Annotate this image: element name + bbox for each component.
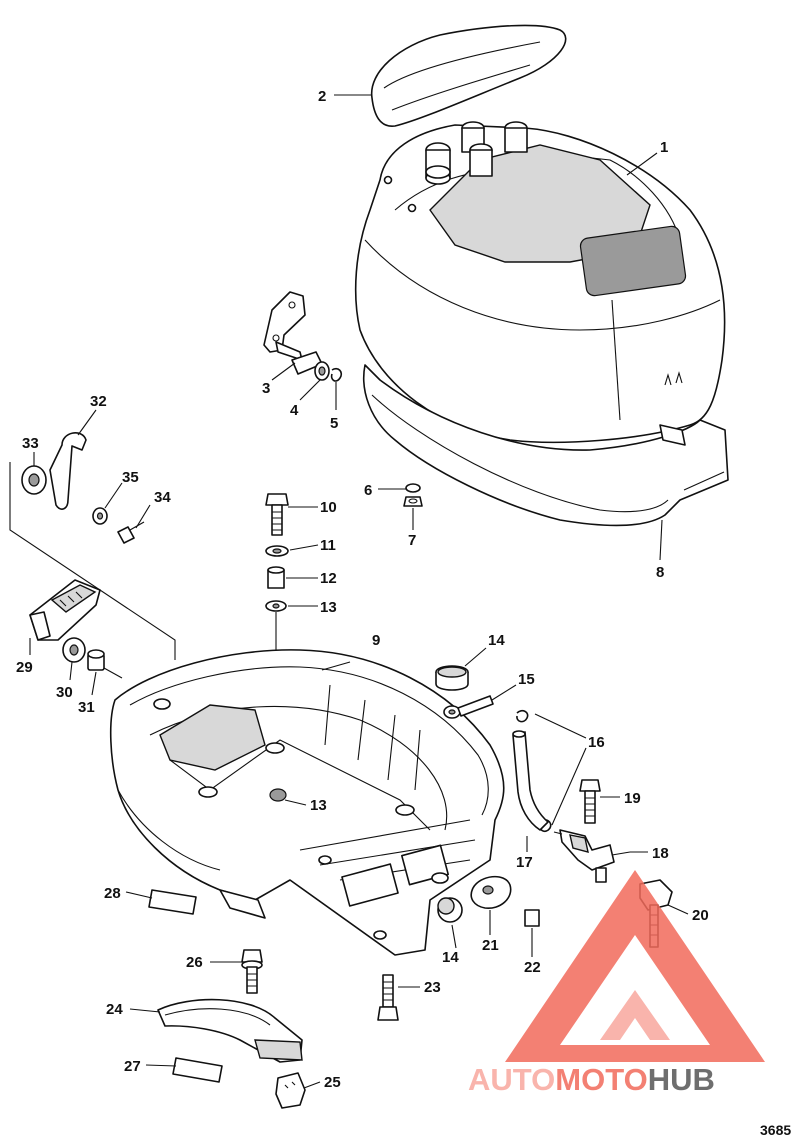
callout-33: 33: [22, 435, 39, 452]
callout-29: 29: [16, 659, 33, 676]
part-23-bolt[interactable]: [377, 974, 399, 1021]
callout-24: 24: [106, 1001, 123, 1018]
part-8-cowl-seal[interactable]: [363, 364, 729, 527]
part-13-grommet[interactable]: [265, 600, 287, 612]
callout-7: 7: [408, 532, 416, 549]
callout-13-upper: 13: [320, 599, 337, 616]
part-12-spacer[interactable]: [267, 566, 285, 589]
part-17-fuel-hose[interactable]: [512, 730, 549, 831]
svg-text:AUTOMOTOHUB: AUTOMOTOHUB: [468, 1062, 715, 1097]
callout-31: 31: [78, 699, 95, 716]
part-34-screw[interactable]: [117, 521, 145, 544]
part-19-screw[interactable]: [579, 779, 601, 824]
callout-26: 26: [186, 954, 203, 971]
part-7-nut[interactable]: [403, 496, 423, 507]
callout-22: 22: [524, 959, 541, 976]
part-15-anchor-bolt[interactable]: [443, 695, 494, 719]
callout-17: 17: [516, 854, 533, 871]
part-2-top-cap[interactable]: [370, 24, 567, 127]
watermark-text-hub: HUB: [648, 1062, 715, 1097]
callout-1: 1: [660, 139, 668, 156]
callout-6: 6: [364, 482, 372, 499]
watermark-logo: AUTOMOTOHUB: [468, 870, 765, 1097]
part-6-washer[interactable]: [405, 483, 421, 493]
watermark-triangle-icon: [505, 870, 765, 1062]
part-14-plug-lower[interactable]: [437, 897, 463, 923]
part-32-latch-hook[interactable]: [49, 432, 87, 510]
callout-8: 8: [656, 564, 664, 581]
callout-21: 21: [482, 937, 499, 954]
part-35-washer[interactable]: [92, 507, 108, 525]
callout-9: 9: [372, 632, 380, 649]
part-9-bottom-cowl[interactable]: [109, 649, 505, 956]
callout-35: 35: [122, 469, 139, 486]
callout-3: 3: [262, 380, 270, 397]
part-5-clip[interactable]: [330, 367, 343, 382]
part-29-latch-handle[interactable]: [29, 579, 101, 641]
callout-12: 12: [320, 570, 337, 587]
part-25-rubber-block[interactable]: [275, 1072, 306, 1109]
part-24-mount-bracket[interactable]: [157, 998, 303, 1063]
part-30-bushing[interactable]: [62, 637, 86, 663]
callout-2: 2: [318, 88, 326, 105]
callout-15: 15: [518, 671, 535, 688]
part-33-bushing[interactable]: [21, 465, 47, 495]
callout-34: 34: [154, 489, 171, 506]
part-4-washer[interactable]: [314, 361, 330, 381]
callout-25: 25: [324, 1074, 341, 1091]
part-10-bolt[interactable]: [265, 493, 289, 536]
part-31-spacer[interactable]: [87, 649, 105, 671]
callout-27: 27: [124, 1058, 141, 1075]
document-number: 3685: [760, 1122, 791, 1138]
leader-lines: [9, 94, 689, 1089]
callout-labels: 2 1 3 4 5 6 7 8 9 10 11 12 13 13 14 14 1…: [16, 88, 709, 1091]
callout-28: 28: [104, 885, 121, 902]
watermark-text-auto: AUTO: [468, 1062, 555, 1097]
callout-19: 19: [624, 790, 641, 807]
callout-32: 32: [90, 393, 107, 410]
callout-5: 5: [330, 415, 338, 432]
callout-23: 23: [424, 979, 441, 996]
callout-14-lower: 14: [442, 949, 459, 966]
callout-20: 20: [692, 907, 709, 924]
callout-13-lower: 13: [310, 797, 327, 814]
part-3-latch-bracket[interactable]: [263, 291, 323, 375]
part-22-decal[interactable]: [524, 909, 540, 927]
part-28-decal[interactable]: [148, 889, 197, 915]
callout-14-upper: 14: [488, 632, 505, 649]
part-1-top-cowl[interactable]: [354, 121, 726, 444]
callout-16: 16: [588, 734, 605, 751]
callout-4: 4: [290, 402, 299, 419]
callout-10: 10: [320, 499, 337, 516]
part-14-plug-upper[interactable]: [435, 665, 469, 691]
callout-18: 18: [652, 845, 669, 862]
watermark-text-moto: MOTO: [555, 1062, 647, 1097]
part-21-grommet[interactable]: [470, 875, 512, 909]
callout-11: 11: [320, 537, 336, 554]
part-26-screw[interactable]: [241, 949, 263, 994]
callout-30: 30: [56, 684, 73, 701]
part-27-decal[interactable]: [172, 1057, 223, 1083]
part-18-fuel-connector[interactable]: [553, 829, 631, 883]
part-11-washer[interactable]: [265, 545, 289, 557]
